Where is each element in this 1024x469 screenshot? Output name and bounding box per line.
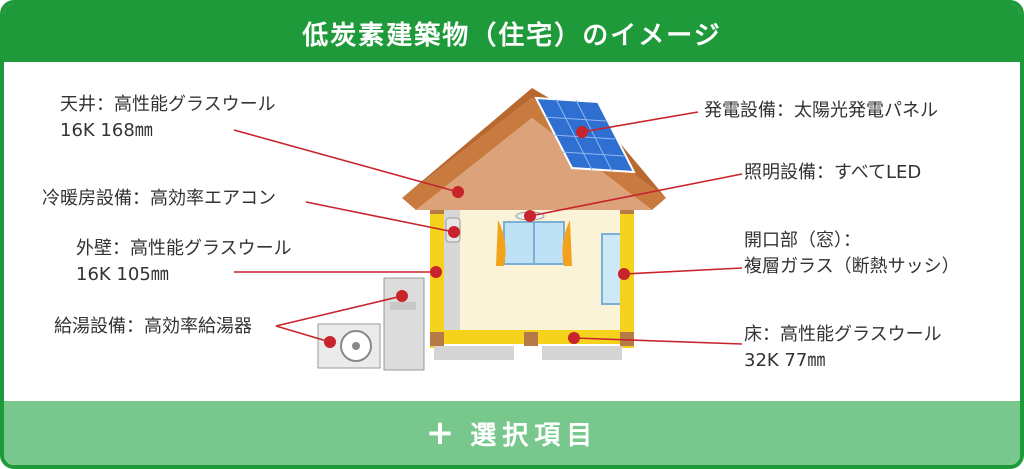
callout-dots (324, 126, 630, 348)
dot-hvac (448, 226, 460, 238)
label-hot-water-line1: 給湯設備：高効率給湯器 (54, 316, 252, 337)
plus-icon: + (425, 413, 461, 453)
label-floor: 床：高性能グラスウール 32K 77㎜ (744, 322, 942, 374)
label-lighting: 照明設備：すべてLED (744, 160, 921, 186)
label-hvac-line1: 冷暖房設備：高効率エアコン (42, 188, 276, 209)
house-illustration (233, 88, 743, 371)
label-lighting-line1: 照明設備：すべてLED (744, 162, 922, 183)
label-ceiling: 天井：高性能グラスウール 16K 168㎜ (60, 92, 276, 144)
house-diagram: 天井：高性能グラスウール 16K 168㎜ 冷暖房設備：高効率エアコン 外壁：高… (4, 62, 1020, 405)
label-hot-water: 給湯設備：高効率給湯器 (54, 314, 252, 340)
label-floor-line2: 32K 77㎜ (744, 350, 826, 371)
roof (402, 88, 666, 210)
label-opening-line2: 複層ガラス（断熱サッシ） (744, 256, 960, 277)
callout-lines (233, 111, 743, 345)
dot-outdoor-unit (324, 336, 336, 348)
dot-exterior-wall (430, 266, 442, 278)
dot-solar (576, 126, 588, 138)
label-hvac: 冷暖房設備：高効率エアコン (42, 186, 276, 212)
dot-water-heater (396, 290, 408, 302)
dot-ceiling (452, 186, 464, 198)
dot-lighting (524, 210, 536, 222)
window-icon (496, 220, 572, 266)
dot-floor (568, 332, 580, 344)
selection-items-button[interactable]: + 選択項目 (4, 401, 1020, 465)
label-ceiling-line2: 16K 168㎜ (60, 120, 153, 141)
label-opening-line1: 開口部（窓）： (744, 230, 861, 251)
dot-opening (618, 268, 630, 280)
label-opening: 開口部（窓）： 複層ガラス（断熱サッシ） (744, 228, 960, 280)
label-exterior-wall: 外壁：高性能グラスウール 16K 105㎜ (76, 236, 292, 288)
selection-items-label: 選択項目 (470, 420, 599, 451)
label-power-line1: 発電設備：太陽光発電パネル (704, 100, 938, 121)
label-exterior-wall-line1: 外壁：高性能グラスウール (76, 238, 292, 259)
label-exterior-wall-line2: 16K 105㎜ (76, 264, 169, 285)
label-ceiling-line1: 天井：高性能グラスウール (60, 94, 276, 115)
diagram-title: 低炭素建築物（住宅）のイメージ (4, 4, 1020, 62)
label-power: 発電設備：太陽光発電パネル (704, 98, 938, 124)
label-floor-line1: 床：高性能グラスウール (744, 324, 942, 345)
